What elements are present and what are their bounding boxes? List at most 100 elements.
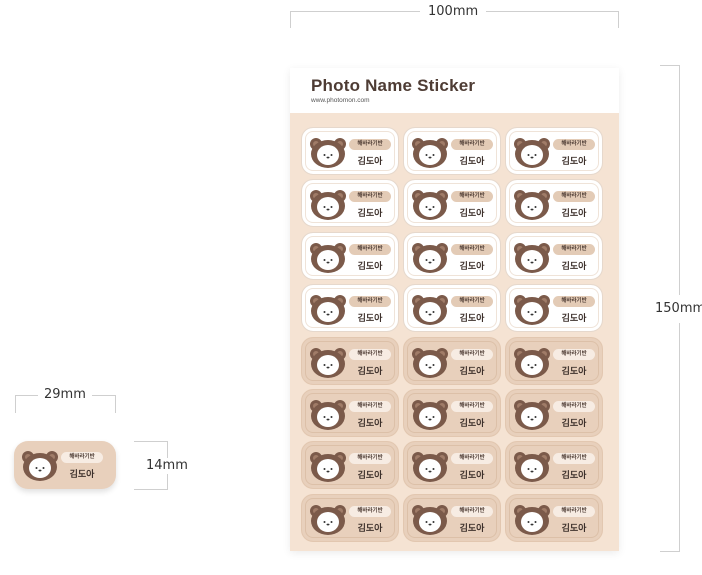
- dimension-tick: [134, 489, 168, 490]
- class-tag: 해바라기반: [553, 505, 595, 517]
- dimension-tick: [660, 551, 680, 552]
- sticker-sheet: Photo Name Sticker www.photomon.com 해바라기…: [290, 68, 619, 551]
- class-tag: 해바라기반: [451, 139, 493, 150]
- dimension-tick: [134, 441, 168, 442]
- class-tag: 해바라기반: [349, 505, 391, 517]
- child-name: 김도아: [357, 313, 383, 324]
- class-tag: 해바라기반: [553, 453, 595, 465]
- dimension-tick: [15, 395, 16, 413]
- bear-face-icon: [412, 504, 448, 535]
- bear-face-icon: [412, 190, 448, 221]
- bear-face-icon: [514, 347, 550, 378]
- class-tag: 해바라기반: [349, 243, 391, 255]
- class-tag: 해바라기반: [451, 243, 493, 255]
- dimension-tick: [115, 395, 116, 413]
- bear-face-icon: [412, 242, 448, 273]
- class-tag: 해바라기반: [553, 401, 595, 412]
- class-tag: 해바라기반: [553, 348, 595, 360]
- child-name: 김도아: [561, 365, 587, 376]
- child-name: 김도아: [459, 208, 485, 219]
- bear-face-icon: [310, 504, 346, 535]
- bear-face-icon: [412, 452, 448, 483]
- bear-face-icon: [22, 451, 58, 481]
- child-name: 김도아: [459, 470, 485, 481]
- bear-face-icon: [310, 347, 346, 378]
- child-name: 김도아: [459, 522, 485, 533]
- class-tag: 해바라기반: [451, 348, 493, 360]
- bear-face-icon: [412, 400, 448, 430]
- bear-face-icon: [412, 138, 448, 168]
- bear-face-icon: [514, 190, 550, 221]
- dimension-tick: [290, 11, 291, 28]
- class-tag: 해바라기반: [61, 452, 103, 463]
- dimension-tick: [618, 11, 619, 28]
- bear-face-icon: [514, 138, 550, 168]
- sticker-height-label: 14mm: [146, 458, 188, 474]
- bear-face-icon: [310, 190, 346, 221]
- bear-face-icon: [412, 347, 448, 378]
- bear-face-icon: [310, 452, 346, 483]
- bear-face-icon: [310, 295, 346, 326]
- child-name: 김도아: [69, 469, 95, 479]
- height-dimension-label: 150mm: [655, 295, 702, 323]
- child-name: 김도아: [561, 313, 587, 324]
- child-name: 김도아: [561, 260, 587, 271]
- class-tag: 해바라기반: [451, 453, 493, 465]
- child-name: 김도아: [357, 365, 383, 376]
- class-tag: 해바라기반: [349, 296, 391, 308]
- bear-face-icon: [514, 504, 550, 535]
- child-name: 김도아: [459, 313, 485, 324]
- sheet-url: www.photomon.com: [311, 97, 370, 104]
- child-name: 김도아: [459, 365, 485, 376]
- child-name: 김도아: [357, 418, 383, 428]
- bear-face-icon: [310, 400, 346, 430]
- sticker-width-label: 29mm: [38, 387, 92, 403]
- child-name: 김도아: [357, 208, 383, 219]
- class-tag: 해바라기반: [349, 191, 391, 203]
- class-tag: 해바라기반: [553, 139, 595, 150]
- child-name: 김도아: [561, 470, 587, 481]
- child-name: 김도아: [357, 260, 383, 271]
- sheet-header: Photo Name Sticker www.photomon.com: [290, 68, 619, 113]
- class-tag: 해바라기반: [349, 453, 391, 465]
- child-name: 김도아: [459, 156, 485, 166]
- dimension-tick: [660, 65, 680, 66]
- class-tag: 해바라기반: [349, 348, 391, 360]
- class-tag: 해바라기반: [553, 296, 595, 308]
- class-tag: 해바라기반: [349, 401, 391, 412]
- child-name: 김도아: [459, 260, 485, 271]
- sheet-title: Photo Name Sticker: [311, 76, 476, 95]
- child-name: 김도아: [561, 522, 587, 533]
- child-name: 김도아: [357, 156, 383, 166]
- class-tag: 해바라기반: [451, 505, 493, 517]
- class-tag: 해바라기반: [451, 296, 493, 308]
- bear-face-icon: [514, 452, 550, 483]
- class-tag: 해바라기반: [553, 191, 595, 203]
- bear-face-icon: [514, 295, 550, 326]
- class-tag: 해바라기반: [451, 401, 493, 412]
- child-name: 김도아: [561, 418, 587, 428]
- child-name: 김도아: [357, 522, 383, 533]
